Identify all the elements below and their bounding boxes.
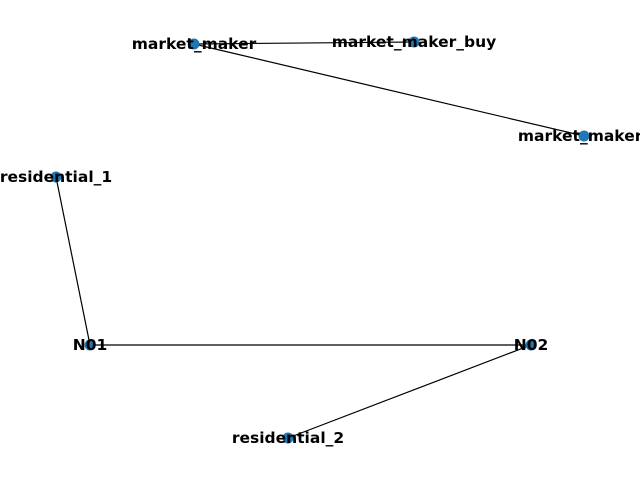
node-market_maker_sell	[578, 130, 590, 142]
node-label-market_maker_sell: market_maker_	[518, 127, 640, 145]
node-residential_2	[282, 432, 294, 444]
node-label-residential_2: residential_2	[232, 429, 344, 447]
edge-residential_1-N01	[55, 176, 91, 346]
edge-market_maker-market_maker_sell	[193, 43, 585, 137]
node-residential_1	[50, 171, 62, 183]
node-N02	[525, 339, 537, 351]
labels-layer: market_maker market_maker_buy market_maker…	[0, 33, 640, 447]
node-label-residential_1: residential_1	[0, 168, 112, 186]
edge-N02-residential_2	[287, 344, 532, 439]
edges-layer	[55, 41, 585, 439]
node-label-market_maker_buy: market_maker_buy	[332, 33, 496, 51]
node-N01	[84, 339, 96, 351]
node-label-market_maker: market_maker	[132, 35, 257, 53]
nodes-layer	[50, 36, 590, 444]
node-label-N02: N02	[514, 336, 549, 354]
node-market_maker_buy	[408, 36, 420, 48]
edge-market_maker-market_maker_buy	[193, 41, 415, 45]
node-market_maker	[188, 38, 200, 50]
node-label-N01: N01	[73, 336, 108, 354]
